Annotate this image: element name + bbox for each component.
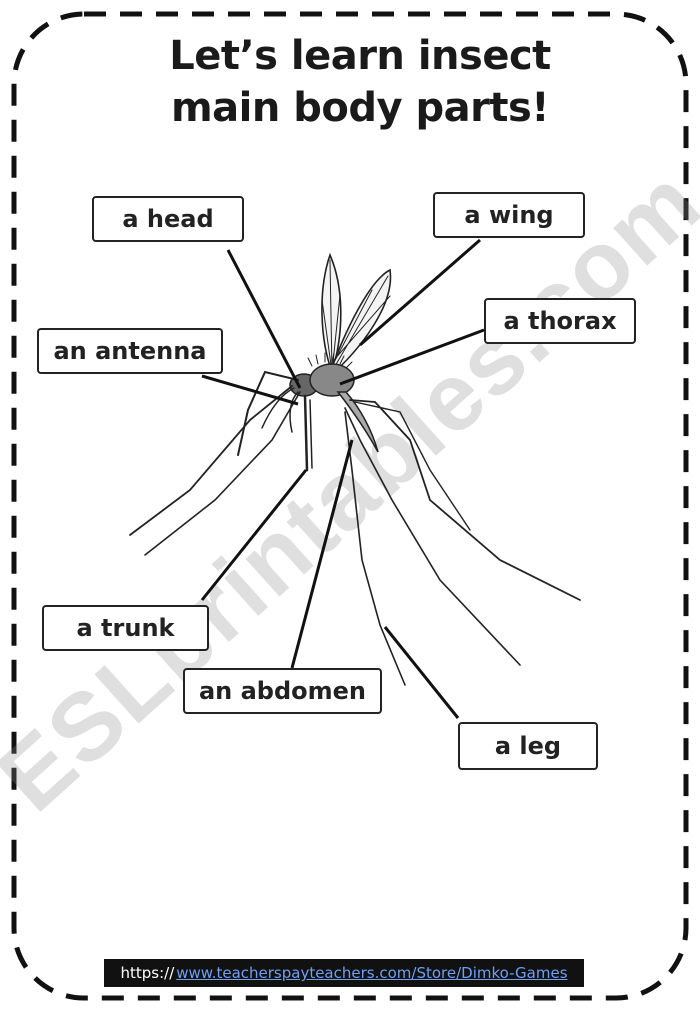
footer-prefix: https:// xyxy=(120,964,175,982)
title-line-1: Let’s learn insect xyxy=(169,33,551,79)
label-abdomen: an abdomen xyxy=(183,668,382,714)
footer-url-bar: https:// www.teacherspayteachers.com/Sto… xyxy=(104,959,584,987)
label-thorax: a thorax xyxy=(484,298,636,344)
label-wing: a wing xyxy=(433,192,585,238)
footer-link[interactable]: www.teacherspayteachers.com/Store/Dimko-… xyxy=(176,964,568,982)
title-line-2: main body parts! xyxy=(170,85,550,131)
page-title: Let’s learn insect main body parts! xyxy=(60,30,660,134)
label-head: a head xyxy=(92,196,244,242)
label-leg: a leg xyxy=(458,722,598,770)
label-trunk: a trunk xyxy=(42,605,209,651)
label-antenna: an antenna xyxy=(37,328,223,374)
